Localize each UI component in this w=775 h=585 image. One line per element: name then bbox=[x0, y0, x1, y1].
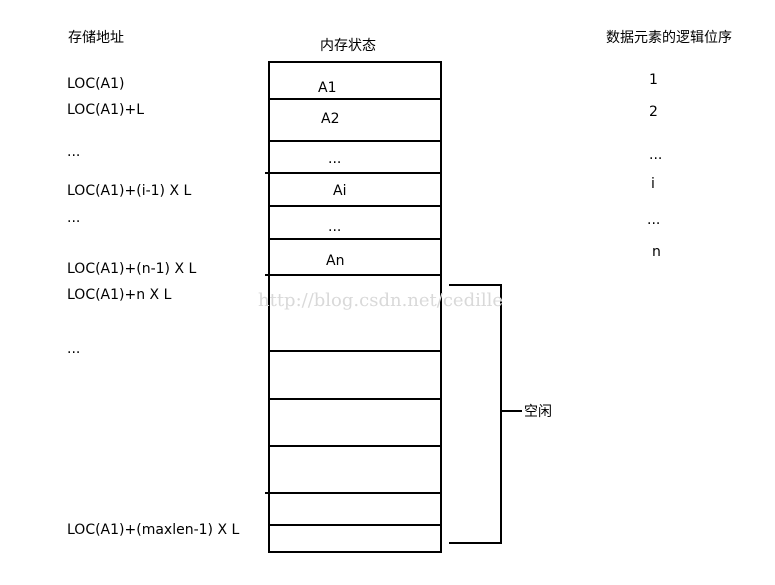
memory-block bbox=[268, 61, 442, 553]
free-space-label: 空闲 bbox=[524, 404, 552, 420]
address-label: ... bbox=[67, 341, 80, 357]
order-column-header: 数据元素的逻辑位序 bbox=[606, 30, 732, 46]
address-label: LOC(A1)+(maxlen-1) X L bbox=[67, 522, 239, 538]
memory-cell-dividers bbox=[265, 98, 441, 526]
free-space-bracket bbox=[449, 284, 522, 544]
memory-cell-ellipsis-1: ... bbox=[328, 151, 341, 167]
address-label: ... bbox=[67, 144, 80, 160]
address-label: LOC(A1)+(i-1) X L bbox=[67, 183, 191, 199]
order-label: ... bbox=[649, 147, 662, 163]
order-label: ... bbox=[647, 212, 660, 228]
watermark: http://blog.csdn.net/cedille bbox=[258, 290, 503, 311]
memory-cell-a2: A2 bbox=[321, 111, 339, 127]
address-label: ... bbox=[67, 210, 80, 226]
memory-column-header: 内存状态 bbox=[320, 38, 376, 54]
order-label: 1 bbox=[649, 72, 658, 88]
address-label: LOC(A1)+(n-1) X L bbox=[67, 261, 196, 277]
order-label: n bbox=[652, 244, 661, 260]
address-column-header: 存储地址 bbox=[68, 30, 124, 46]
address-label: LOC(A1)+L bbox=[67, 102, 144, 118]
address-label: LOC(A1)+n X L bbox=[67, 287, 172, 303]
address-label: LOC(A1) bbox=[67, 76, 125, 92]
order-label: 2 bbox=[649, 104, 658, 120]
memory-cell-ellipsis-2: ... bbox=[328, 219, 341, 235]
order-label: i bbox=[651, 176, 655, 192]
memory-cell-ai: Ai bbox=[333, 183, 346, 199]
memory-cell-a1: A1 bbox=[318, 80, 336, 96]
memory-cell-an: An bbox=[326, 253, 344, 269]
